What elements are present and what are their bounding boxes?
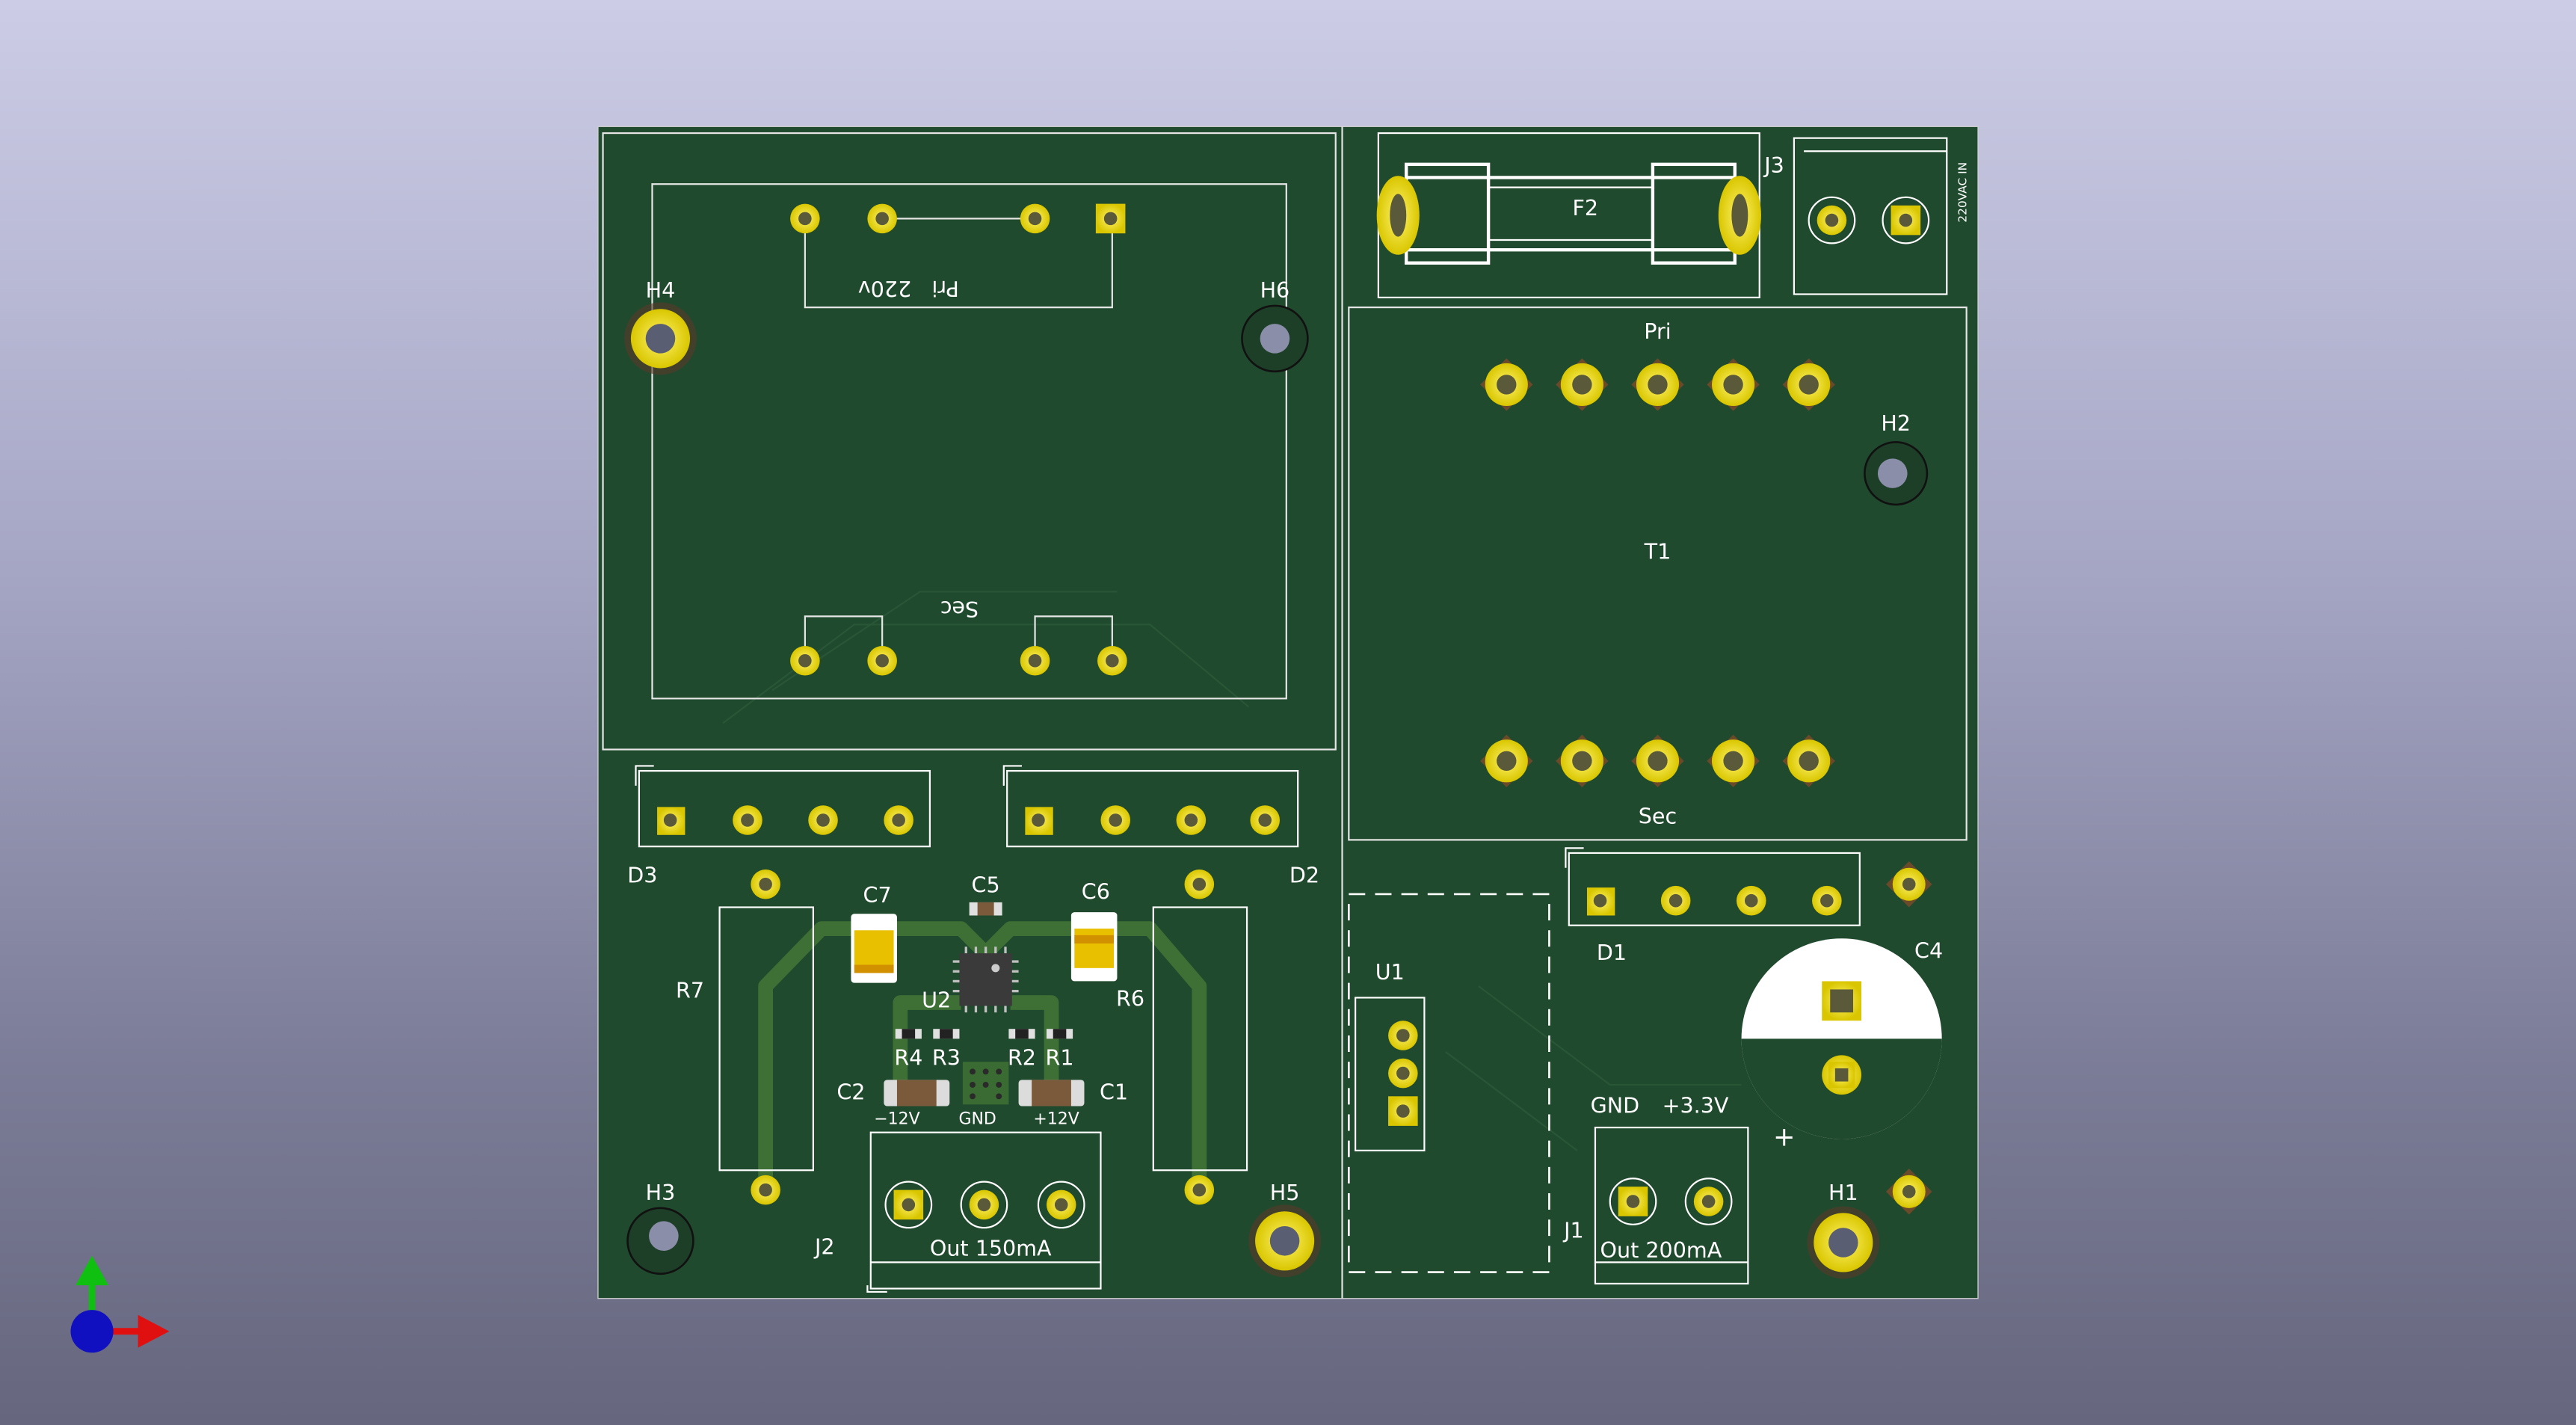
board-traces: [722, 591, 1742, 1151]
label-d1: D1: [1597, 940, 1627, 965]
label-u2: U2: [922, 988, 951, 1013]
resistor-r3[interactable]: [933, 1029, 960, 1039]
left-transformer-pads: [790, 203, 1127, 676]
capacitor-c1[interactable]: [1018, 1080, 1085, 1107]
resistor-r7[interactable]: [718, 869, 814, 1205]
connector-j2[interactable]: [866, 1131, 1102, 1293]
ic-u2[interactable]: [952, 947, 1019, 1013]
capacitor-c5[interactable]: [969, 902, 1002, 916]
connector-j3[interactable]: [1793, 137, 1948, 295]
label-r2: R2: [1008, 1045, 1036, 1071]
resistor-r4[interactable]: [895, 1029, 922, 1039]
capacitor-c6[interactable]: [1070, 912, 1118, 982]
hole-h5[interactable]: [1248, 1204, 1321, 1278]
label-gnd-small: GND: [958, 1110, 996, 1129]
standalone-pads: [1885, 861, 1932, 1215]
hole-h2[interactable]: [1864, 441, 1929, 506]
capacitor-c2[interactable]: [884, 1080, 950, 1107]
hole-h3[interactable]: [626, 1207, 694, 1275]
capacitor-c7[interactable]: [851, 914, 897, 983]
label-h2: H2: [1881, 410, 1911, 436]
label-j1: J1: [1562, 1217, 1584, 1243]
regulator-traces: [758, 921, 1207, 1184]
label-r3: R3: [932, 1045, 961, 1071]
hole-h6[interactable]: [1241, 304, 1309, 373]
label-out-200ma: Out 200mA: [1600, 1237, 1722, 1263]
label-h6: H6: [1260, 277, 1290, 303]
label-r1: R1: [1046, 1045, 1074, 1071]
label-plus-3v3: +3.3V: [1663, 1092, 1729, 1118]
resistor-r1[interactable]: [1046, 1029, 1073, 1039]
bridge-d1[interactable]: [1565, 847, 1861, 926]
label-h3: H3: [646, 1180, 676, 1205]
label-sec-mirrored: Sec: [940, 597, 979, 622]
resistor-r2[interactable]: [1008, 1029, 1035, 1039]
capacitor-c4[interactable]: [1741, 938, 1942, 1139]
label-d2: D2: [1289, 863, 1319, 888]
label-u1: U1: [1375, 959, 1405, 985]
label-c7: C7: [863, 882, 892, 908]
label-r4: R4: [894, 1045, 922, 1071]
label-d3: D3: [627, 863, 657, 888]
hole-h1[interactable]: [1807, 1206, 1880, 1279]
bridge-d3[interactable]: [635, 765, 931, 848]
regulator-u1[interactable]: [1355, 997, 1426, 1151]
label-out-150ma: Out 150mA: [930, 1236, 1052, 1261]
transformer-t1-pads: [1480, 358, 1835, 788]
label-pri-220v-mirrored: Pri 220v: [858, 276, 959, 301]
label-h1: H1: [1828, 1180, 1858, 1205]
label-220vac-in: 220VAC IN: [1956, 162, 1970, 223]
axes-orientation-icon: [70, 1255, 170, 1353]
label-c5: C5: [972, 872, 1000, 898]
label-c2: C2: [836, 1080, 865, 1105]
label-c4: C4: [1914, 938, 1943, 964]
fuse-f2-pads: [1376, 176, 1761, 255]
label-t1: T1: [1644, 538, 1671, 564]
label-j2: J2: [813, 1234, 835, 1259]
label-c1: C1: [1100, 1080, 1128, 1105]
hole-h4[interactable]: [624, 302, 697, 375]
label-minus-12v: −12V: [874, 1110, 919, 1129]
gnd-vias: [970, 1068, 1002, 1100]
label-plus-sign: +: [1773, 1121, 1795, 1152]
label-h5: H5: [1270, 1180, 1300, 1205]
resistor-r6[interactable]: [1152, 869, 1248, 1205]
label-plus-12v: +12V: [1033, 1110, 1079, 1129]
label-pri: Pri: [1644, 318, 1671, 344]
connector-j1[interactable]: [1594, 1126, 1749, 1285]
bridge-d2[interactable]: [1002, 765, 1299, 848]
label-r7: R7: [676, 977, 704, 1003]
connector-j3-pads: [1808, 196, 1930, 244]
label-sec: Sec: [1639, 803, 1677, 828]
left-transformer-footprint: [602, 132, 1337, 751]
transformer-t1-footprint: [1348, 306, 1968, 841]
label-r6: R6: [1116, 985, 1144, 1011]
label-h4: H4: [646, 277, 676, 303]
label-gnd: GND: [1591, 1092, 1639, 1118]
label-c6: C6: [1082, 879, 1110, 905]
label-j3: J3: [1763, 153, 1784, 178]
label-f2: F2: [1572, 195, 1598, 221]
